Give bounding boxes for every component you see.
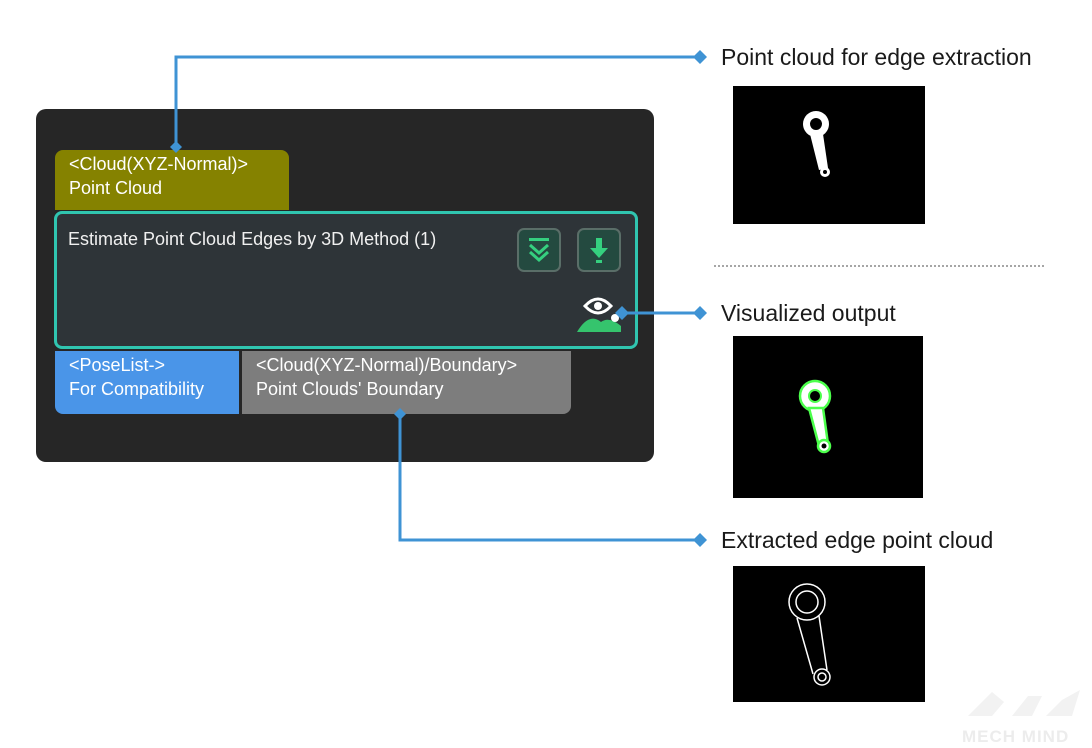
output-port-boundary-name: Point Clouds' Boundary [256,379,444,399]
output-port-pose-list[interactable]: <PoseList-> For Compatibility [55,351,239,414]
input-port-name: Point Cloud [69,178,163,198]
mech-mind-logo-icon [968,690,1080,716]
save-output-button[interactable] [577,228,621,272]
node-title: Estimate Point Cloud Edges by 3D Method … [68,229,437,249]
expand-button[interactable] [517,228,561,272]
visualized-output-thumbnail [733,336,923,498]
connector-input [174,55,700,147]
connecting-rod-silhouette [803,111,830,177]
output-port-boundary[interactable]: <Cloud(XYZ-Normal)/Boundary> Point Cloud… [242,351,571,414]
input-port-point-cloud[interactable]: <Cloud(XYZ-Normal)> Point Cloud [55,150,289,210]
callout-input: Point cloud for edge extraction [721,44,1032,70]
double-chevron-down-icon [529,238,549,263]
visualize-eye-icon[interactable] [575,294,623,334]
connecting-rod-edge-overlay [798,379,832,454]
download-arrow-icon [590,238,608,263]
callout-visual: Visualized output [721,300,896,326]
callout-output: Extracted edge point cloud [721,527,994,553]
input-point-cloud-thumbnail [733,86,925,224]
watermark-text: MECH MIND [962,727,1070,746]
output-port-pose-name: For Compatibility [69,379,205,399]
connecting-rod-edge-outline [788,583,831,686]
connector-output [398,414,700,542]
extracted-edge-thumbnail [733,566,925,702]
input-port-type: <Cloud(XYZ-Normal)> [69,154,249,174]
output-port-pose-type: <PoseList-> [69,355,166,375]
output-port-boundary-type: <Cloud(XYZ-Normal)/Boundary> [256,355,518,375]
mech-mind-watermark: MECH MIND [962,686,1086,746]
